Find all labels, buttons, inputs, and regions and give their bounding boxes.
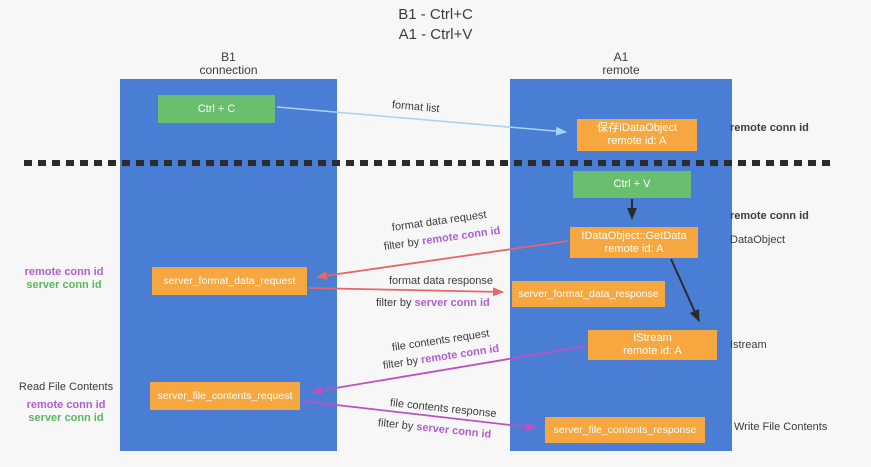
node-server-file-contents-response-label: server_file_contents_response xyxy=(553,423,697,436)
lifeline-b1-role: connection xyxy=(199,63,258,77)
annotation-remote-conn-id-mid: remote conn id xyxy=(730,210,809,222)
lifeline-header-b1: B1 connection xyxy=(120,51,337,77)
node-server-format-data-response-label: server_format_data_response xyxy=(518,287,659,300)
node-ctrl-c: Ctrl + C xyxy=(158,95,275,123)
annotation-read-file-contents: Read File Contents xyxy=(18,381,114,393)
node-istream: IStream remote id: A xyxy=(588,330,717,360)
node-server-format-data-request: server_format_data_request xyxy=(152,267,307,295)
node-istream-line2: remote id: A xyxy=(623,345,682,357)
node-istream-line1: IStream xyxy=(633,332,672,344)
diagram-title-line1: B1 - Ctrl+C xyxy=(398,6,473,23)
filter-id: server conn id xyxy=(414,297,490,309)
node-getdata-line2: remote id: A xyxy=(604,242,664,255)
format-data-request-arrow xyxy=(316,240,569,281)
annotation-write-file-contents: Write File Contents xyxy=(734,421,828,433)
node-ctrl-c-label: Ctrl + C xyxy=(197,102,236,115)
lifeline-header-a1: A1 remote xyxy=(510,51,732,77)
filter-prefix: filter by xyxy=(376,297,412,309)
lifeline-a1-name: A1 xyxy=(613,50,629,64)
format-data-response-label: format data response xyxy=(389,275,493,287)
getdata-to-istream-arrow xyxy=(670,258,700,322)
node-idataobject-getdata: IDataObject::GetData remote id: A xyxy=(570,227,698,258)
annotation-istream: Istream xyxy=(730,339,767,351)
file-contents-request-arrow xyxy=(311,345,587,395)
node-server-file-contents-response: server_file_contents_response xyxy=(545,417,705,443)
node-server-file-contents-request: server_file_contents_request xyxy=(150,382,300,410)
annotation-remote-conn-id-top: remote conn id xyxy=(730,122,809,134)
node-getdata-line1: IDataObject::GetData xyxy=(581,229,687,242)
lifeline-b1-name: B1 xyxy=(221,50,236,64)
node-server-file-contents-request-label: server_file_contents_request xyxy=(157,389,293,402)
node-save-idataobject: 保存IDataObject remote id: A xyxy=(577,119,697,151)
format-list-arrow xyxy=(276,106,567,136)
annotation-left-remote-conn-id-bottom: remote conn id xyxy=(26,399,106,411)
node-ctrl-v-label: Ctrl + V xyxy=(613,178,651,190)
lifeline-a1-role: remote xyxy=(602,63,640,77)
format-data-response-arrow xyxy=(308,287,504,297)
annotation-left-read-file-contents-group: Read File Contents remote conn id server… xyxy=(5,381,127,425)
annotation-left-server-conn-id-top: server conn id xyxy=(26,279,102,291)
diagram-title-line2: A1 - Ctrl+V xyxy=(398,26,473,43)
dashed-separator-line xyxy=(24,160,834,166)
format-data-response-filter-label: filter by server conn id xyxy=(376,297,490,309)
file-contents-response-arrow xyxy=(301,400,537,432)
diagram-title: B1 - Ctrl+C A1 - Ctrl+V xyxy=(0,5,871,45)
annotation-left-server-conn-id-bottom: server conn id xyxy=(28,412,104,424)
annotation-dataobject: DataObject xyxy=(730,234,786,246)
annotation-left-conn-ids-top: remote conn id server conn id xyxy=(8,266,120,292)
node-save-idataobject-line1: 保存IDataObject xyxy=(596,122,678,134)
node-server-format-data-response: server_format_data_response xyxy=(512,281,665,307)
node-server-format-data-request-label: server_format_data_request xyxy=(163,274,296,287)
node-save-idataobject-line2: remote id: A xyxy=(607,135,667,147)
annotation-left-remote-conn-id-top: remote conn id xyxy=(24,266,104,278)
node-ctrl-v: Ctrl + V xyxy=(573,171,691,198)
